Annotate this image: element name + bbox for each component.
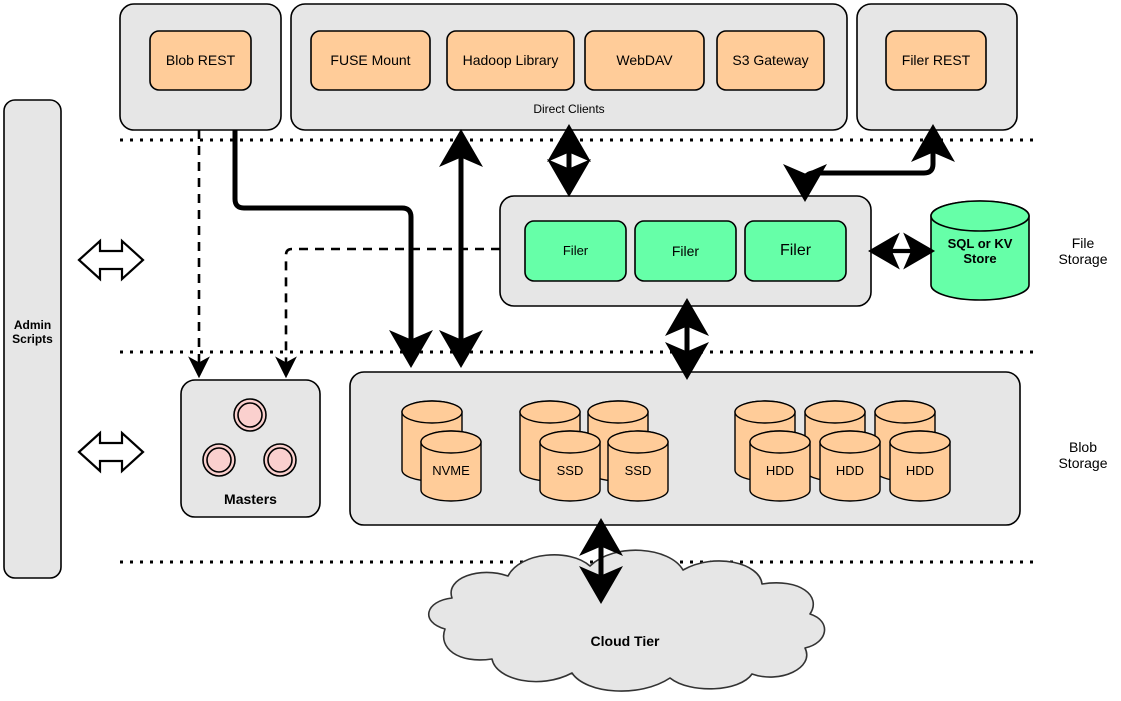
nvme-cylinder-front xyxy=(420,430,482,502)
client-box-hadoop-library[interactable] xyxy=(446,30,575,91)
master-node-1[interactable] xyxy=(233,398,267,432)
master-node-3[interactable] xyxy=(263,443,297,477)
hdd-cylinder-front-3 xyxy=(889,430,951,502)
ssd-cylinder-front-2 xyxy=(607,430,669,502)
client-box-blob-rest[interactable] xyxy=(149,30,252,91)
volume-group-hdd[interactable] xyxy=(734,400,951,502)
client-box-filer-rest[interactable] xyxy=(885,30,987,91)
filer-node-2[interactable] xyxy=(634,220,737,282)
cloud-tier-shape[interactable] xyxy=(427,549,826,692)
hdd-cylinder-front-1 xyxy=(749,430,811,502)
filer-node-3[interactable] xyxy=(744,220,847,282)
admin-blob-double-arrow xyxy=(77,430,145,474)
admin-file-double-arrow xyxy=(77,238,145,282)
tier-separators xyxy=(120,138,1036,564)
volume-group-nvme[interactable] xyxy=(401,400,482,502)
ssd-cylinder-front-1 xyxy=(539,430,601,502)
hdd-cylinder-front-2 xyxy=(819,430,881,502)
masters-box xyxy=(180,379,321,518)
metadata-store-cylinder[interactable] xyxy=(930,200,1030,301)
volume-group-ssd[interactable] xyxy=(519,400,669,502)
client-box-s3-gateway[interactable] xyxy=(716,30,825,91)
client-box-fuse-mount[interactable] xyxy=(310,30,431,91)
connector-blob-rest-to-volumes xyxy=(232,130,433,369)
filer-node-1[interactable] xyxy=(524,220,627,282)
master-node-2[interactable] xyxy=(202,443,236,477)
connector-filer-rest-to-filer xyxy=(783,123,955,203)
client-box-webdav[interactable] xyxy=(584,30,705,91)
connector-filer-to-masters xyxy=(275,247,500,379)
admin-scripts-panel[interactable] xyxy=(3,99,62,579)
